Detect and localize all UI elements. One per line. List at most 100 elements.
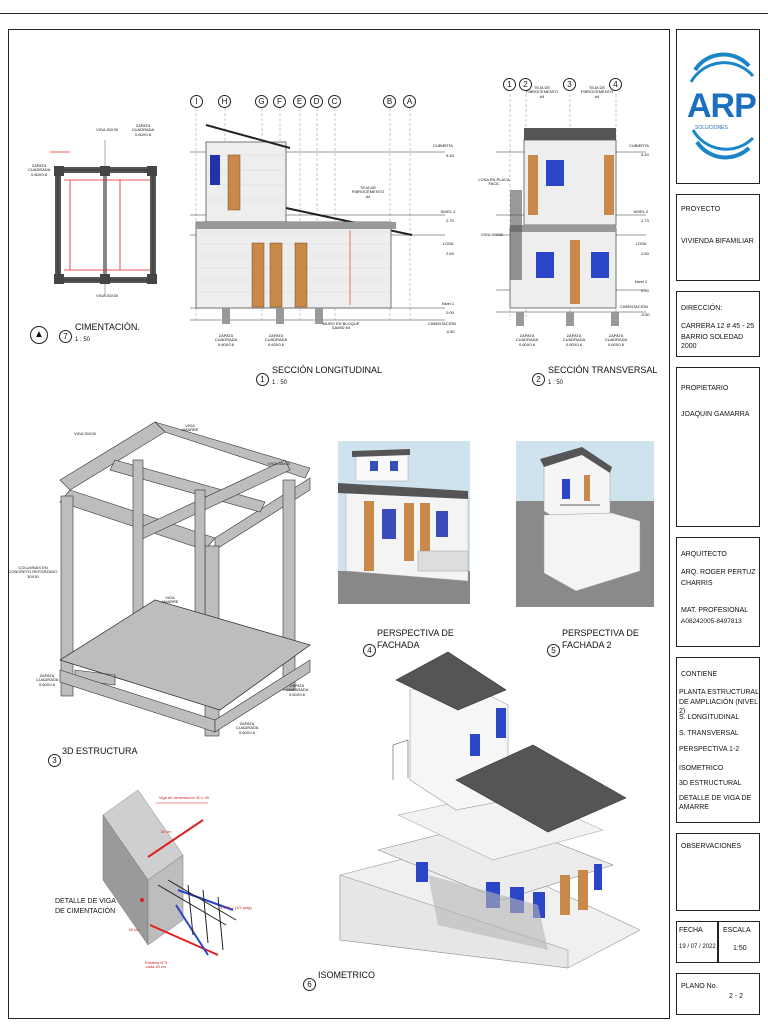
level-value: 2.70 bbox=[446, 218, 454, 223]
annot-zapata: ZAPATA CUADRADA 0.60X0.6 bbox=[214, 333, 238, 347]
level-value: 0.00 bbox=[641, 288, 649, 293]
proyecto-box: PROYECTO VIVIENDA BIFAMILIAR bbox=[676, 194, 760, 281]
level-value: 5.40 bbox=[446, 153, 454, 158]
contiene-item: PLANTA ESTRUCTURAL bbox=[679, 689, 759, 696]
detalle-title-line1: DETALLE DE VIGA bbox=[55, 898, 116, 905]
grid-bubble: 2 bbox=[519, 78, 532, 91]
view-number: 4 bbox=[363, 644, 376, 657]
annot-zapata: ZAPATA CUADRADA 0.60X0.6 bbox=[28, 163, 51, 177]
annot-columnas: COLUMNAS EN CONCRETO REFORZADO 30X30 bbox=[8, 565, 58, 579]
plano-label: PLANO No. bbox=[681, 983, 718, 990]
annot-zapata: ZAPATA CUADRADA 0.60X0.6 bbox=[604, 333, 628, 347]
grid-bubble: C bbox=[328, 95, 341, 108]
level-value: 5.40 bbox=[641, 152, 649, 157]
annot-viga-amarre: VIGA AMARRE bbox=[181, 423, 199, 433]
matricula-value: A08242005-8497813 bbox=[681, 618, 742, 625]
view-number: 7 bbox=[59, 330, 72, 343]
grid-bubble: E bbox=[293, 95, 306, 108]
grid-bubble: D bbox=[310, 95, 323, 108]
level-label: LOSA bbox=[635, 241, 647, 246]
fecha-box: FECHA 19 / 07 / 2022 bbox=[676, 921, 718, 963]
level-label: LOSA bbox=[442, 241, 454, 246]
annot-zapata: ZAPATA CUADRADA 0.60X0.6 bbox=[36, 673, 59, 687]
grid-bubble: I bbox=[190, 95, 203, 108]
view-number: 3 bbox=[48, 754, 61, 767]
level-label: Nivel 1 bbox=[441, 301, 455, 306]
level-value: -0.50 bbox=[445, 329, 455, 334]
seccion-transversal bbox=[496, 94, 646, 326]
grid-bubble: G bbox=[255, 95, 268, 108]
seccion-longitudinal bbox=[190, 108, 445, 324]
annot-zapata: ZAPATA CUADRADA 0.60X0.6 bbox=[562, 333, 586, 347]
level-label: NIVEL 2 bbox=[440, 209, 456, 214]
escala-value: 1:50 bbox=[733, 945, 747, 952]
view-number: 6 bbox=[303, 978, 316, 991]
view-title: ISOMETRICO bbox=[318, 970, 376, 980]
direccion-box: DIRECCIÓN: CARRERA 12 # 45 - 25 BARRIO S… bbox=[676, 291, 760, 357]
view-title-line2: FACHADA bbox=[377, 640, 420, 650]
view-scale: 1 : 50 bbox=[272, 380, 288, 386]
drawing-frame bbox=[8, 29, 670, 1019]
annot-muro: MURO EN BLOQUE SAMID #4 bbox=[322, 321, 360, 331]
view-scale: 1 : 50 bbox=[548, 380, 564, 386]
annot-estribos: Estribos N°3 cada 20 cm bbox=[144, 960, 168, 970]
annot-teja: TEJA DE FIBROCEMENTO #4 bbox=[580, 85, 614, 99]
annot-zapata: ZAPATA CUADRADA 0.60X0.6 bbox=[264, 333, 288, 347]
contiene-item: PERSPECTIVA 1-2 bbox=[679, 746, 740, 753]
level-label: CIMENTACIÓN bbox=[620, 304, 648, 309]
fecha-value: 19 / 07 / 2022 bbox=[679, 944, 716, 950]
grid-bubble: F bbox=[273, 95, 286, 108]
propietario-box: PROPIETARIO JOAQUIN GAMARRA bbox=[676, 367, 760, 527]
contiene-item: DE AMPLIACIÓN (NIVEL 2) bbox=[679, 699, 758, 716]
level-label: CIMENTACIÓN bbox=[428, 321, 456, 326]
contiene-item: 3D ESTRUCTURAL bbox=[679, 780, 742, 787]
annot-zapata: ZAPATA CUADRADA 0.60X0.6 bbox=[286, 683, 309, 697]
observaciones-box: OBSERVACIONES bbox=[676, 833, 760, 911]
view-number: 2 bbox=[532, 373, 545, 386]
level-value: 2.70 bbox=[641, 218, 649, 223]
view-title: CIMENTACIÓN. bbox=[75, 322, 140, 332]
view-title-line1: PERSPECTIVA DE bbox=[562, 628, 639, 638]
fachada2-render bbox=[516, 441, 654, 607]
proyecto-label: PROYECTO bbox=[681, 206, 721, 213]
contiene-item: S. TRANSVERSAL bbox=[679, 730, 739, 737]
north-arrow-icon: ▲ bbox=[30, 326, 48, 344]
level-label: CUBIERTA bbox=[433, 143, 453, 148]
grid-bubble: 4 bbox=[609, 78, 622, 91]
escala-label: ESCALA bbox=[723, 927, 751, 934]
detalle-viga-render bbox=[102, 789, 237, 956]
level-value: 2.60 bbox=[446, 251, 454, 256]
level-value: -0.50 bbox=[640, 312, 650, 317]
arquitecto-box: ARQUITECTO ARQ. ROGER PERTUZ CHARRIS MAT… bbox=[676, 537, 760, 647]
estructura-3d bbox=[59, 421, 311, 737]
direccion-line1: CARRERA 12 # 45 - 25 bbox=[681, 323, 755, 330]
propietario-value: JOAQUIN GAMARRA bbox=[681, 411, 750, 418]
annot-viga-cim: Viga de cimentación 30 x 30 bbox=[158, 795, 210, 800]
arquitecto-label: ARQUITECTO bbox=[681, 551, 727, 558]
view-number: 5 bbox=[547, 644, 560, 657]
direccion-line2: BARRIO SOLEDAD 2000 bbox=[681, 334, 744, 351]
level-label: Nivel 1 bbox=[634, 279, 648, 284]
level-value: 0.00 bbox=[446, 310, 454, 315]
fachada-render bbox=[338, 441, 470, 604]
view-title: SECCIÓN LONGITUDINAL bbox=[272, 365, 383, 375]
propietario-label: PROPIETARIO bbox=[681, 385, 729, 392]
level-label: CUBIERTA bbox=[629, 143, 649, 148]
annot-dim: 30 cm bbox=[128, 927, 140, 932]
annot-zapata: ZAPATA CUADRADA 0.60X0.6 bbox=[131, 123, 155, 137]
annot-losa-placa: LOSA EN PLACA FACIL bbox=[478, 177, 510, 187]
annot-viga: VIGA 30X30 bbox=[73, 431, 96, 436]
grid-bubble: H bbox=[218, 95, 231, 108]
view-scale: 1 : 50 bbox=[75, 337, 91, 343]
logo-text: ARP bbox=[687, 87, 757, 125]
isometrico-render bbox=[339, 651, 641, 969]
annot-refuerzo: 4 N°4 = (1/2 pulg) bbox=[220, 905, 252, 910]
direccion-label: DIRECCIÓN: bbox=[681, 305, 723, 312]
annot-viga: VIGA 30X30 bbox=[480, 232, 503, 237]
fecha-label: FECHA bbox=[679, 927, 703, 934]
contiene-box: CONTIENE PLANTA ESTRUCTURAL DE AMPLIACIÓ… bbox=[676, 657, 760, 823]
annot-zapata: ZAPATA CUADRADA 0.60X0.6 bbox=[236, 721, 259, 735]
logo-icon bbox=[689, 52, 755, 160]
annot-viga: VIGA 30X30 bbox=[95, 293, 118, 298]
matricula-label: MAT. PROFESIONAL bbox=[681, 607, 749, 614]
